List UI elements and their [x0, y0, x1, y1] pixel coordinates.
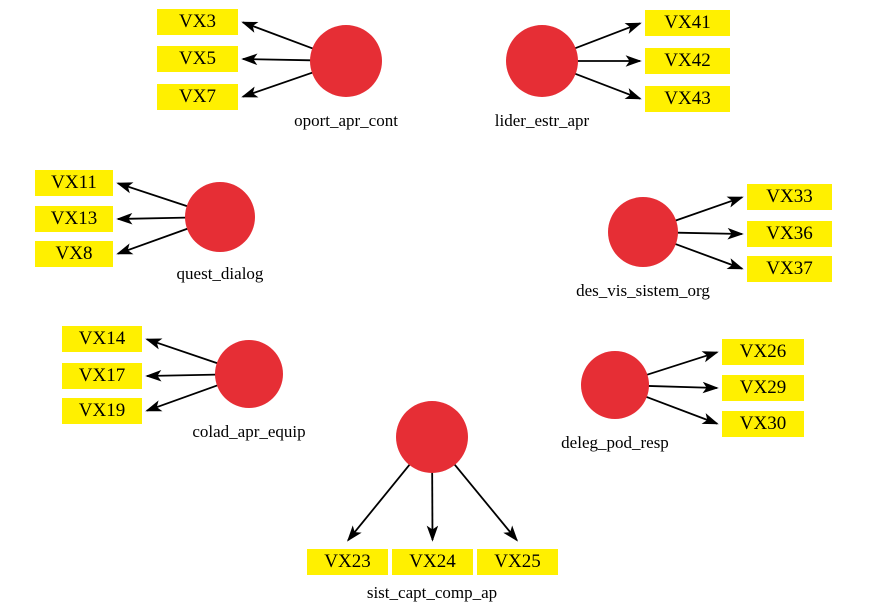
construct-node-sist_capt_comp_ap [396, 401, 468, 473]
edge-oport_apr_cont-to-vx7 [241, 71, 314, 98]
indicator-box-vx7: VX7 [157, 84, 238, 110]
construct-node-oport_apr_cont [310, 25, 382, 97]
indicator-box-vx43: VX43 [645, 86, 730, 112]
indicator-box-vx23: VX23 [307, 549, 388, 575]
indicator-box-vx37: VX37 [747, 256, 832, 282]
edge-quest_dialog-to-vx11 [116, 182, 188, 208]
indicator-box-vx24: VX24 [392, 549, 473, 575]
construct-label-lider_estr_apr: lider_estr_apr [494, 111, 590, 130]
indicator-box-vx25: VX25 [477, 549, 558, 575]
construct-label-sist_capt_comp_ap: sist_capt_comp_ap [366, 583, 498, 602]
construct-node-des_vis_sistem_org [608, 197, 678, 267]
edge-des_vis_sistem_org-to-vx33 [674, 196, 744, 222]
edge-deleg_pod_resp-to-vx29 [647, 381, 719, 394]
indicator-box-vx19: VX19 [62, 398, 142, 424]
indicator-box-vx3: VX3 [157, 9, 238, 35]
edge-lider_estr_apr-to-vx43 [574, 72, 642, 100]
indicator-box-vx36: VX36 [747, 221, 832, 247]
indicator-box-vx8: VX8 [35, 241, 113, 267]
indicator-box-vx41: VX41 [645, 10, 730, 36]
construct-node-deleg_pod_resp [581, 351, 649, 419]
edge-des_vis_sistem_org-to-vx36 [676, 227, 744, 240]
edge-colad_apr_equip-to-vx19 [145, 384, 219, 412]
edge-sist_capt_comp_ap-to-vx23 [346, 463, 411, 542]
edge-colad_apr_equip-to-vx17 [145, 369, 217, 382]
construct-label-quest_dialog: quest_dialog [176, 264, 264, 283]
indicator-box-vx30: VX30 [722, 411, 804, 437]
indicator-box-vx11: VX11 [35, 170, 113, 196]
indicator-box-vx33: VX33 [747, 184, 832, 210]
edge-colad_apr_equip-to-vx14 [145, 338, 219, 365]
edge-oport_apr_cont-to-vx5 [241, 53, 312, 66]
edge-deleg_pod_resp-to-vx26 [646, 351, 719, 376]
edge-sist_capt_comp_ap-to-vx25 [453, 463, 519, 542]
construct-node-colad_apr_equip [215, 340, 283, 408]
indicator-box-vx13: VX13 [35, 206, 113, 232]
edge-des_vis_sistem_org-to-vx37 [674, 242, 744, 270]
indicator-box-vx14: VX14 [62, 326, 142, 352]
indicator-box-vx5: VX5 [157, 46, 238, 72]
edge-deleg_pod_resp-to-vx30 [645, 395, 719, 425]
indicator-box-vx42: VX42 [645, 48, 730, 74]
construct-node-quest_dialog [185, 182, 255, 252]
indicator-box-vx17: VX17 [62, 363, 142, 389]
indicator-box-vx29: VX29 [722, 375, 804, 401]
edge-quest_dialog-to-vx13 [116, 212, 187, 225]
edge-lider_estr_apr-to-vx41 [574, 22, 642, 50]
construct-label-deleg_pod_resp: deleg_pod_resp [561, 433, 669, 452]
edge-quest_dialog-to-vx8 [116, 227, 189, 255]
construct-label-des_vis_sistem_org: des_vis_sistem_org [576, 281, 710, 300]
construct-node-lider_estr_apr [506, 25, 578, 97]
indicator-box-vx26: VX26 [722, 339, 804, 365]
construct-label-oport_apr_cont: oport_apr_cont [294, 111, 398, 130]
edge-oport_apr_cont-to-vx3 [241, 21, 314, 50]
construct-label-colad_apr_equip: colad_apr_equip [192, 422, 306, 441]
